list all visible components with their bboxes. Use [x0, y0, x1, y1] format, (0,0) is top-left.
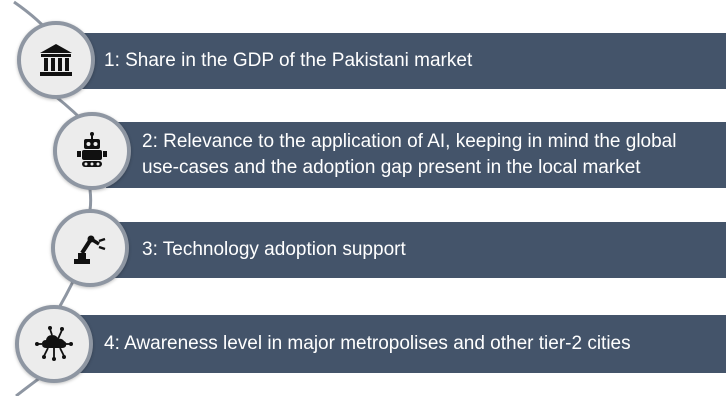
criterion-label-3: 3: Technology adoption support [142, 239, 406, 260]
criterion-bar-1: 1: Share in the GDP of the Pakistani mar… [58, 33, 726, 89]
criterion-label-2-line-1: 2: Relevance to the application of AI, k… [142, 131, 677, 152]
criterion-icon-disc-3 [51, 209, 129, 287]
criterion-icon-disc-4 [15, 305, 93, 383]
criterion-label-2-line-2: use-cases and the adoption gap present i… [142, 157, 641, 178]
cloud-network-icon [35, 326, 73, 361]
criterion-bar-3: 3: Technology adoption support [102, 222, 726, 278]
criterion-bar-4: 4: Awareness level in major metropolises… [56, 315, 726, 373]
criterion-icon-disc-2 [53, 112, 131, 190]
robot-icon [77, 132, 107, 167]
criterion-bar-2: 2: Relevance to the application of AI, k… [106, 122, 726, 188]
criterion-label-1: 1: Share in the GDP of the Pakistani mar… [104, 50, 473, 71]
criterion-icon-disc-1 [17, 21, 95, 99]
criterion-label-4: 4: Awareness level in major metropolises… [104, 333, 631, 354]
bank-building-icon [40, 44, 72, 76]
robotic-arm-icon [74, 235, 106, 264]
